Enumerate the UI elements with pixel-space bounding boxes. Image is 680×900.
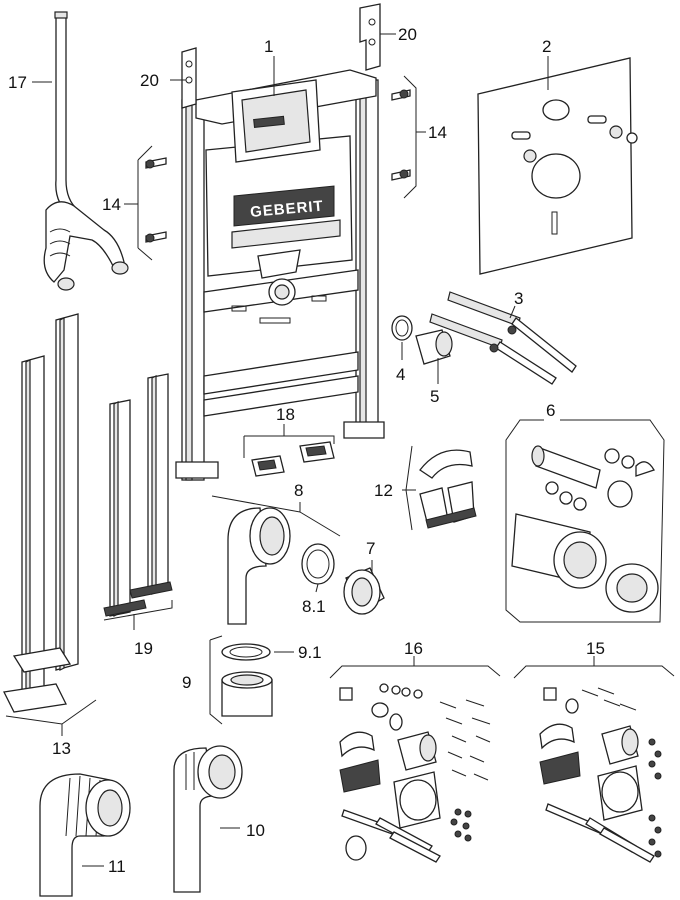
label-20-left: 20 (140, 71, 159, 90)
part-1-installation-frame: GEBERIT (175, 69, 385, 481)
leader-lines (5, 33, 675, 867)
part-15-accessory-set (539, 687, 662, 863)
part-9-pipe-sleeve (221, 671, 273, 717)
part-6-connection-set (511, 445, 659, 613)
label-8-1: 8.1 (302, 597, 326, 616)
part-18-clips (251, 441, 335, 477)
label-15: 15 (586, 639, 605, 658)
part-13-floor-profiles (3, 313, 79, 713)
label-5: 5 (430, 387, 439, 406)
label-6: 6 (546, 401, 555, 420)
label-8: 8 (294, 481, 303, 500)
label-16: 16 (404, 639, 423, 658)
part-19-short-profiles (103, 373, 173, 617)
label-7: 7 (366, 539, 375, 558)
label-3: 3 (514, 289, 523, 308)
part-2-insulation-plate (477, 57, 638, 275)
part-8-pipe-bend (227, 507, 291, 625)
part-9-1-seal-ring (221, 643, 271, 661)
label-19: 19 (134, 639, 153, 658)
part-4-seal-ring (391, 315, 413, 341)
label-13: 13 (52, 739, 71, 758)
part-11-flexible-bend (39, 773, 131, 897)
label-12: 12 (374, 481, 393, 500)
part-16-accessory-set (339, 683, 491, 863)
label-9: 9 (182, 673, 191, 692)
part-14-fixing-screws (145, 89, 411, 243)
part-17-flush-pipe (43, 11, 129, 291)
part-20-wall-brackets (181, 3, 381, 109)
label-14-right: 14 (428, 123, 447, 142)
label-2: 2 (542, 37, 551, 56)
part-number-labels: 1 2 3 4 5 6 7 8 8.1 9 9.1 10 11 12 13 14… (8, 25, 605, 876)
label-10: 10 (246, 821, 265, 840)
label-1: 1 (264, 37, 273, 56)
label-9-1: 9.1 (298, 643, 322, 662)
part-3-threaded-rods (429, 291, 577, 385)
part-10-long-bend (173, 745, 243, 893)
part-8-1-seal-ring (301, 543, 335, 585)
label-17: 17 (8, 73, 27, 92)
label-4: 4 (396, 365, 405, 384)
label-18: 18 (276, 405, 295, 424)
part-12-pipe-holder (419, 449, 477, 529)
label-14-left: 14 (102, 195, 121, 214)
part-5-connector (415, 329, 453, 365)
geberit-logo-text: GEBERIT (250, 198, 325, 221)
part-7-coupling (343, 567, 385, 615)
label-11: 11 (108, 857, 126, 876)
label-20-right: 20 (398, 25, 417, 44)
